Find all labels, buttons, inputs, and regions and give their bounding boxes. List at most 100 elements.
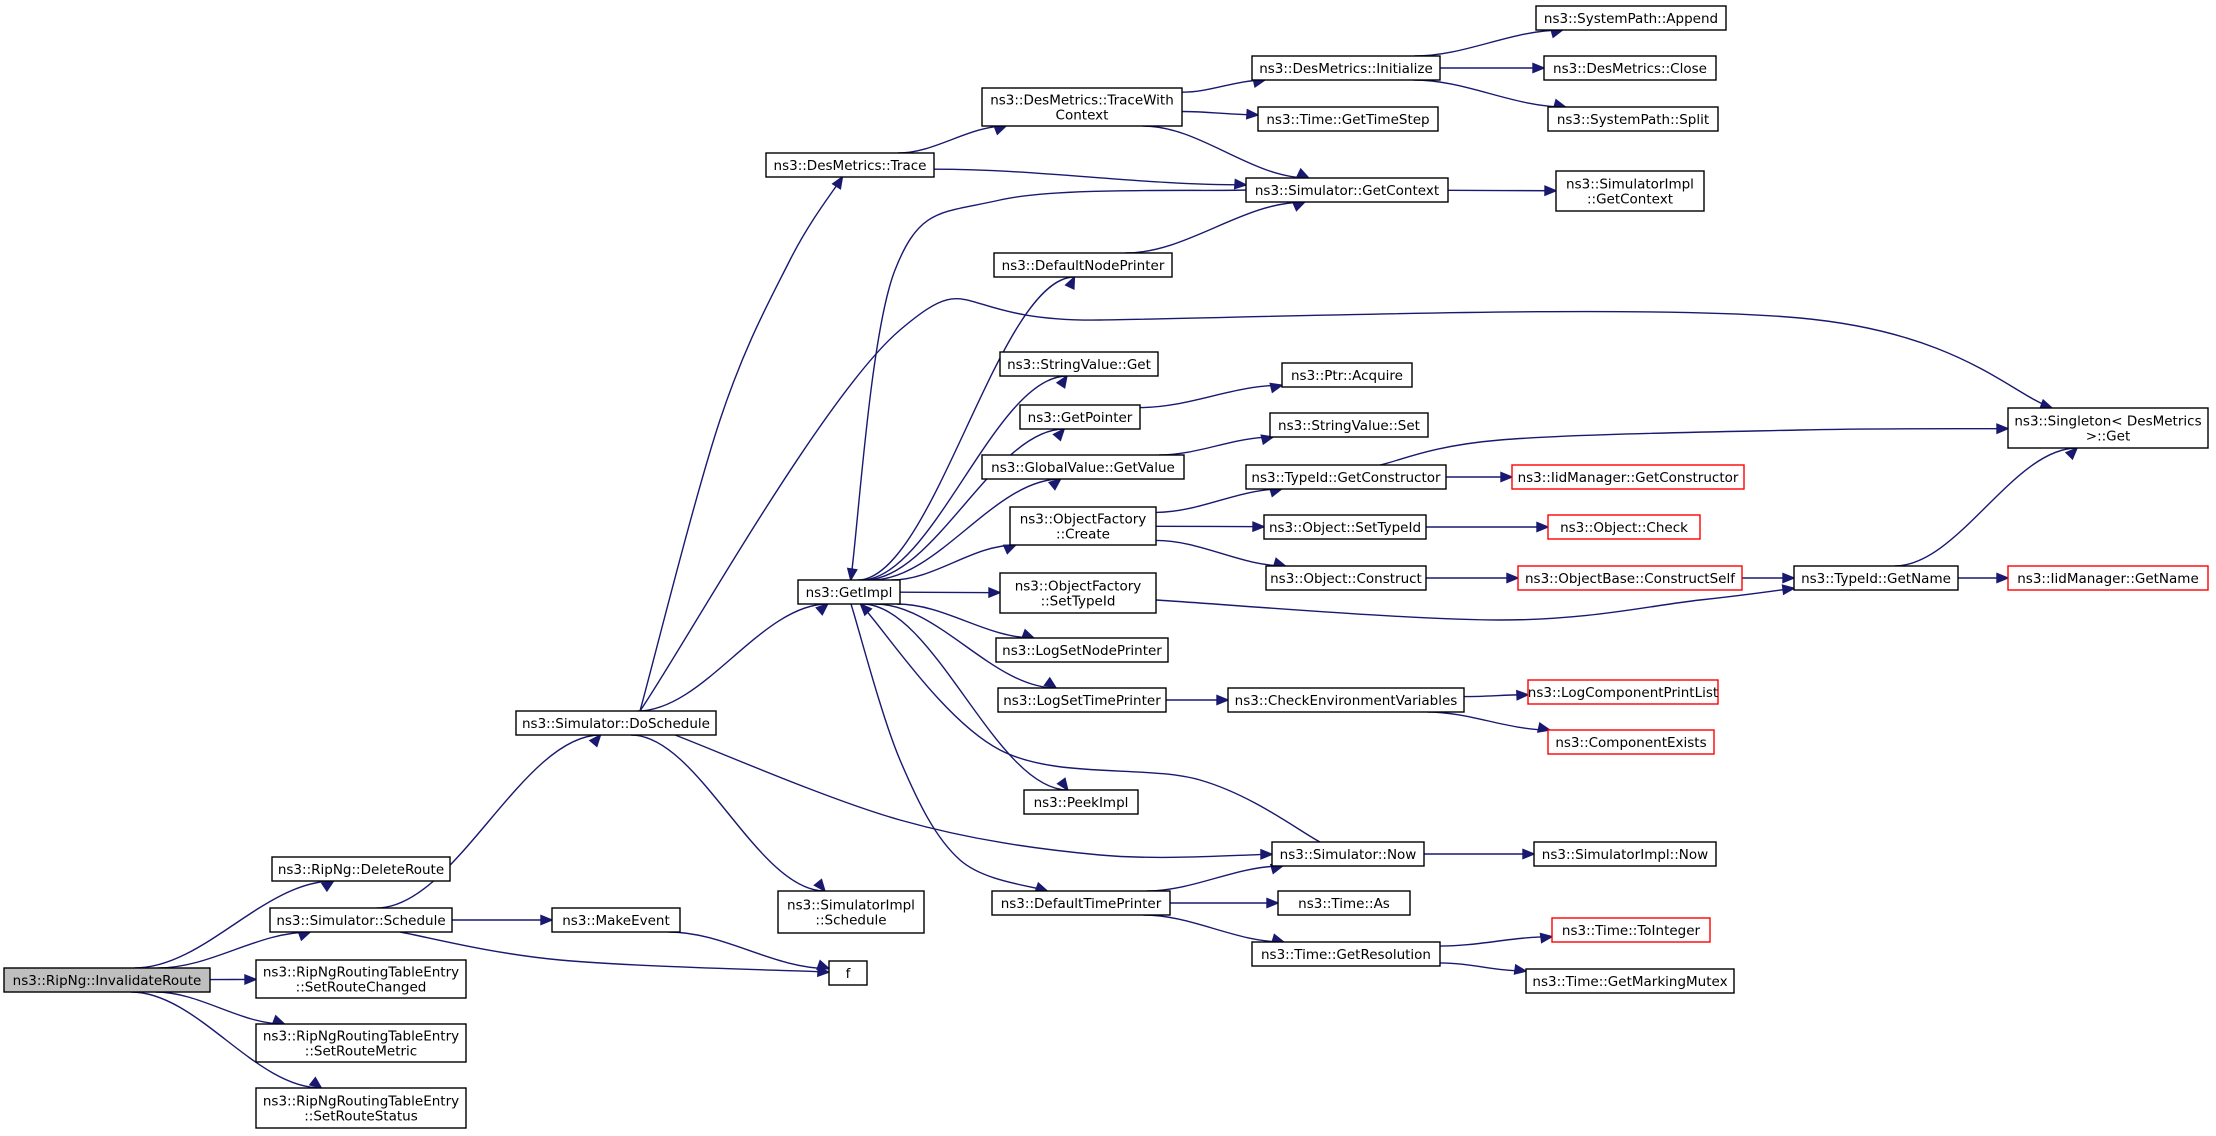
node-box (1551, 917, 1711, 943)
function-node-iidGetConstructor[interactable]: ns3::IidManager::GetConstructor (1511, 464, 1745, 490)
node-label: Context (1056, 108, 1109, 124)
call-edge-line (861, 375, 1067, 581)
function-node-simulatorNow[interactable]: ns3::Simulator::Now (1271, 841, 1425, 867)
function-node-checkEnvVars[interactable]: ns3::CheckEnvironmentVariables (1227, 687, 1465, 713)
node-box (1265, 565, 1427, 591)
function-node-setRouteMetric[interactable]: ns3::RipNgRoutingTableEntry::SetRouteMet… (255, 1023, 467, 1063)
node-label: ::SetRouteChanged (296, 980, 427, 996)
call-edge (1142, 125, 1311, 179)
arrowhead-icon (2039, 398, 2054, 410)
call-edge-line (891, 544, 1016, 581)
node-label: ns3::Time::ToInteger (1562, 923, 1701, 939)
function-node-timeGetMarkingMutex[interactable]: ns3::Time::GetMarkingMutex (1525, 968, 1735, 994)
node-box (1251, 55, 1441, 81)
call-edge-line (1146, 865, 1283, 892)
function-node-typeIdGetName[interactable]: ns3::TypeId::GetName (1793, 565, 1959, 591)
function-node-ptrAcquire[interactable]: ns3::Ptr::Acquire (1281, 362, 1413, 388)
function-node-typeIdGetConstructor[interactable]: ns3::TypeId::GetConstructor (1245, 464, 1447, 490)
call-edge (1181, 108, 1260, 120)
call-edge-line (130, 991, 322, 1089)
call-edge-line (1155, 587, 1795, 621)
call-edge-line (134, 880, 334, 969)
node-box (1517, 565, 1743, 591)
call-edge (1155, 539, 1288, 568)
function-node-getContext[interactable]: ns3::Simulator::GetContext (1245, 177, 1449, 203)
node-box (1525, 968, 1735, 994)
arrowhead-icon (1996, 423, 2010, 435)
call-edge-line (637, 603, 828, 712)
node-box (1257, 106, 1439, 132)
call-edge (1413, 79, 1568, 110)
function-node-desInitialize[interactable]: ns3::DesMetrics::Initialize (1251, 55, 1441, 81)
function-node-simImplGetContext[interactable]: ns3::SimulatorImpl::GetContext (1555, 170, 1705, 212)
arrowhead-icon (1500, 471, 1514, 483)
node-label: ns3::Singleton< DesMetrics (2014, 414, 2201, 430)
function-node-defaultTimePrinter[interactable]: ns3::DefaultTimePrinter (991, 890, 1171, 916)
node-box (1227, 687, 1465, 713)
node-label: ns3::ObjectFactory (1015, 579, 1142, 595)
function-node-objectSetTypeId[interactable]: ns3::Object::SetTypeId (1263, 514, 1427, 540)
function-node-logComponentPrintList[interactable]: ns3::LogComponentPrintList (1527, 679, 1719, 705)
function-node-logSetTimePrinter[interactable]: ns3::LogSetTimePrinter (997, 687, 1167, 713)
node-label: ns3::Object::SetTypeId (1269, 520, 1421, 536)
function-node-objectFactorySetTypeId[interactable]: ns3::ObjectFactory::SetTypeId (999, 572, 1157, 614)
call-edge (891, 544, 1018, 581)
function-node-logSetNodePrinter[interactable]: ns3::LogSetNodePrinter (995, 637, 1169, 663)
function-node-timeAs[interactable]: ns3::Time::As (1277, 890, 1411, 916)
arrowhead-icon (816, 959, 831, 971)
function-node-timeGetResolution[interactable]: ns3::Time::GetResolution (1251, 941, 1441, 967)
function-node-timeToInteger[interactable]: ns3::Time::ToInteger (1551, 917, 1711, 943)
function-node-objectCheck[interactable]: ns3::Object::Check (1547, 514, 1701, 540)
function-node-getPointer[interactable]: ns3::GetPointer (1019, 404, 1141, 430)
function-node-defaultNodePrinter[interactable]: ns3::DefaultNodePrinter (993, 252, 1173, 278)
call-edge-line (933, 168, 1247, 186)
function-node-stringValueSet[interactable]: ns3::StringValue::Set (1269, 412, 1429, 438)
arrowhead-icon (1052, 427, 1066, 442)
function-node-desClose[interactable]: ns3::DesMetrics::Close (1543, 55, 1717, 81)
function-node-iidGetName[interactable]: ns3::IidManager::GetName (2007, 565, 2209, 591)
function-node-invalidate[interactable]: ns3::RipNg::InvalidateRoute (3, 967, 211, 993)
arrowhead-icon (1782, 572, 1796, 584)
node-box (999, 351, 1159, 377)
function-node-systemPathSplit[interactable]: ns3::SystemPath::Split (1547, 106, 1719, 132)
function-node-getImpl[interactable]: ns3::GetImpl (797, 579, 901, 605)
function-node-simImplSchedule[interactable]: ns3::SimulatorImpl::Schedule (777, 890, 925, 934)
function-node-deleteRoute[interactable]: ns3::RipNg::DeleteRoute (271, 856, 451, 882)
function-node-peekImpl[interactable]: ns3::PeekImpl (1023, 789, 1139, 815)
arrowhead-icon (1532, 62, 1546, 74)
node-box (2007, 407, 2209, 449)
function-node-constructSelf[interactable]: ns3::ObjectBase::ConstructSelf (1517, 565, 1743, 591)
call-edge (1463, 689, 1530, 701)
function-node-componentExists[interactable]: ns3::ComponentExists (1547, 729, 1715, 755)
function-node-setRouteChanged[interactable]: ns3::RipNgRoutingTableEntry::SetRouteCha… (255, 959, 467, 999)
function-node-desTrace[interactable]: ns3::DesMetrics::Trace (765, 152, 935, 178)
node-label: ns3::DefaultNodePrinter (1002, 258, 1165, 274)
call-edge (1447, 185, 1558, 197)
function-node-simImplNow[interactable]: ns3::SimulatorImpl::Now (1533, 841, 1717, 867)
node-box (1281, 362, 1413, 388)
node-label: ns3::ObjectFactory (1020, 512, 1147, 528)
function-node-systemPathAppend[interactable]: ns3::SystemPath::Append (1535, 5, 1727, 31)
node-box (1271, 841, 1425, 867)
function-node-setRouteStatus[interactable]: ns3::RipNgRoutingTableEntry::SetRouteSta… (255, 1087, 467, 1129)
node-label: ns3::SystemPath::Split (1557, 112, 1709, 128)
function-node-doSchedule[interactable]: ns3::Simulator::DoSchedule (515, 710, 717, 736)
function-node-makeEvent[interactable]: ns3::MakeEvent (551, 907, 681, 933)
function-node-timeGetTimeStep[interactable]: ns3::Time::GetTimeStep (1257, 106, 1439, 132)
function-node-f[interactable]: f (828, 960, 868, 986)
call-edge-line (859, 603, 1321, 843)
function-node-globalValueGetValue[interactable]: ns3::GlobalValue::GetValue (981, 454, 1185, 480)
function-node-schedule[interactable]: ns3::Simulator::Schedule (269, 907, 453, 933)
call-edge-line (857, 276, 1075, 581)
function-node-singletonGet[interactable]: ns3::Singleton< DesMetrics >::Get (2007, 407, 2209, 449)
node-box (995, 637, 1169, 663)
call-edge (1414, 27, 1565, 57)
node-box (981, 87, 1183, 127)
function-node-objectConstruct[interactable]: ns3::Object::Construct (1265, 565, 1427, 591)
node-label: ns3::ComponentExists (1555, 735, 1706, 751)
function-node-stringValueGet[interactable]: ns3::StringValue::Get (999, 351, 1159, 377)
function-nodes: ns3::RipNg::InvalidateRoute ns3::RipNg::D… (3, 5, 2209, 1129)
function-node-objectFactoryCreate[interactable]: ns3::ObjectFactory::Create (1009, 506, 1157, 546)
call-edge (1158, 434, 1275, 456)
